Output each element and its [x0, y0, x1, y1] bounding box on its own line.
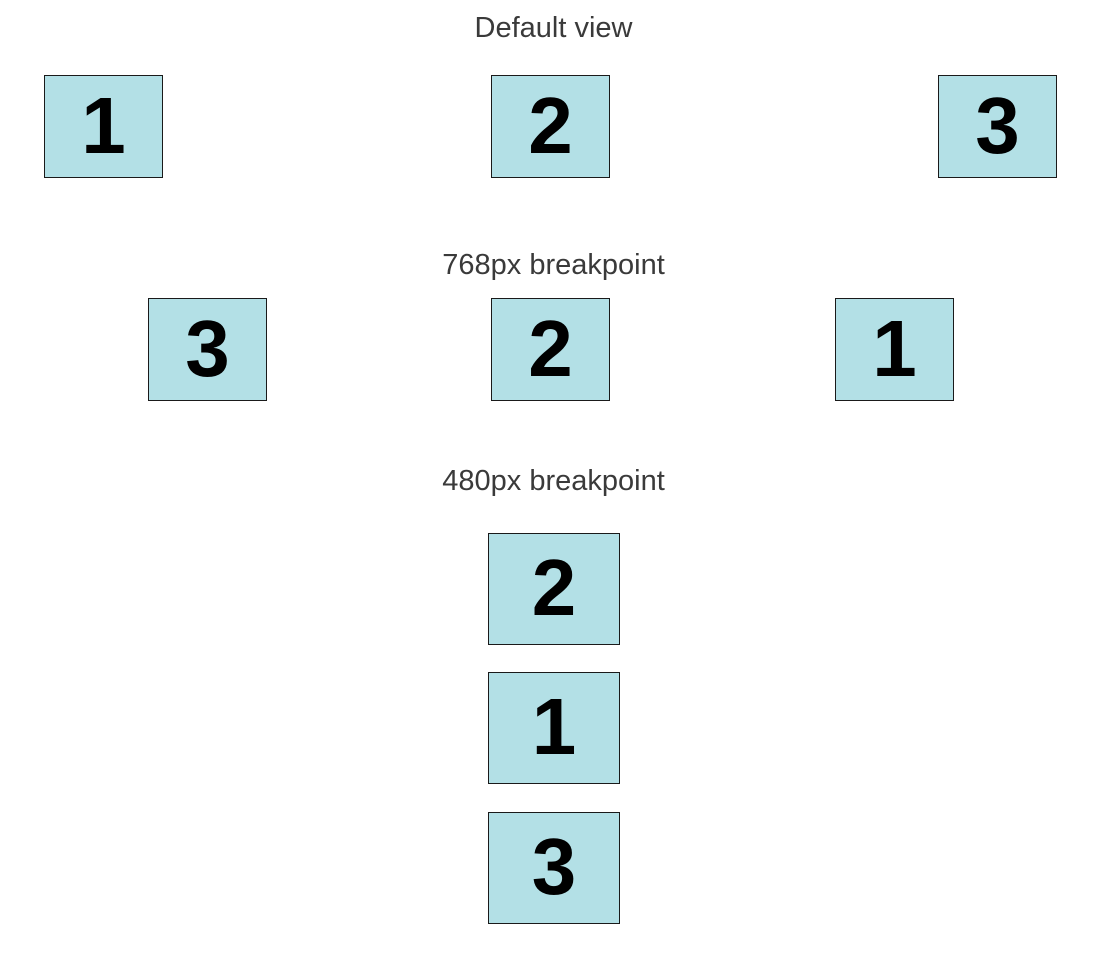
- box-label: 1: [81, 80, 126, 170]
- breakpoint-768-box-2: 2: [491, 298, 610, 401]
- box-label: 3: [531, 822, 577, 911]
- box-label: 1: [531, 682, 577, 771]
- default-view-box-1: 1: [44, 75, 163, 178]
- breakpoint-480-title: 480px breakpoint: [442, 465, 665, 497]
- default-view-box-2: 2: [491, 75, 610, 178]
- breakpoint-480-box-1: 2: [488, 533, 620, 645]
- box-label: 2: [528, 80, 573, 170]
- box-label: 3: [185, 303, 230, 393]
- breakpoint-768-box-1: 3: [148, 298, 267, 401]
- breakpoint-768-box-3: 1: [835, 298, 954, 401]
- breakpoint-480-box-3: 3: [488, 812, 620, 924]
- box-label: 1: [872, 303, 917, 393]
- breakpoint-768-title: 768px breakpoint: [442, 249, 665, 281]
- box-label: 2: [531, 543, 577, 632]
- box-label: 2: [528, 303, 573, 393]
- default-view-title: Default view: [474, 12, 633, 44]
- box-label: 3: [975, 80, 1020, 170]
- breakpoint-480-box-2: 1: [488, 672, 620, 784]
- default-view-box-3: 3: [938, 75, 1057, 178]
